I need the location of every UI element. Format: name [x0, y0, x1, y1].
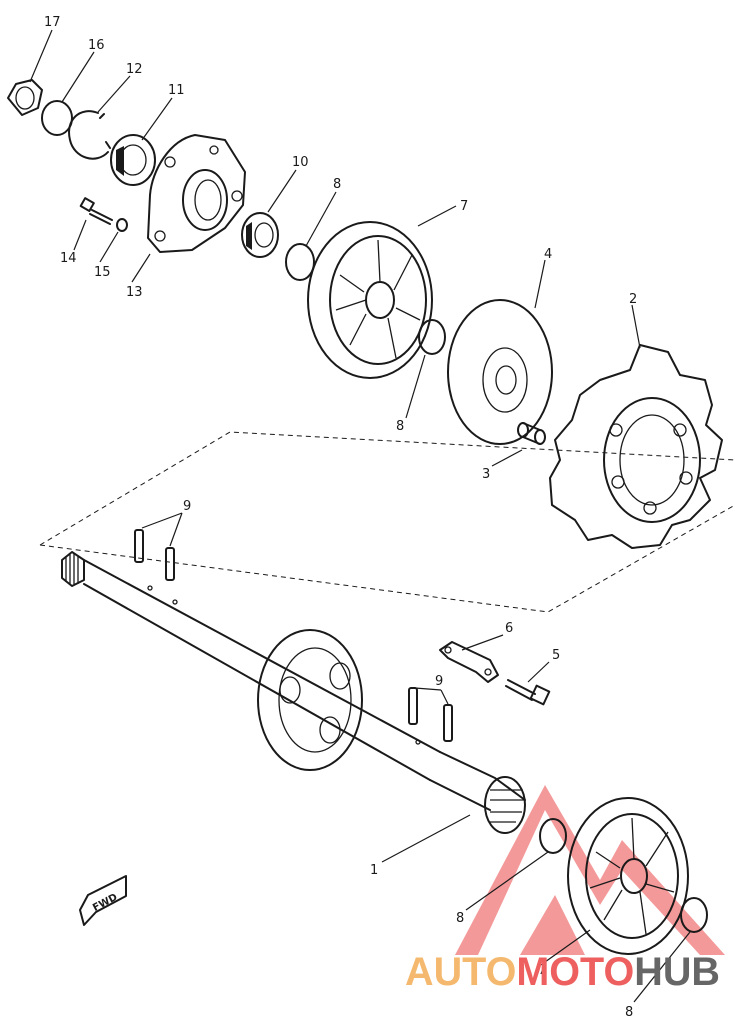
- callout-12: 12: [126, 62, 143, 77]
- watermark-text: AUTOMOTOHUB: [405, 950, 720, 994]
- watermark-logo: [455, 785, 725, 955]
- callout-15: 15: [94, 265, 111, 280]
- plate-4: [447, 299, 553, 445]
- pins-9-lower: [408, 687, 453, 742]
- spacer-ring-8-upper: [285, 243, 315, 281]
- bracket-6: [439, 641, 499, 683]
- callout-9-lower: 9: [435, 674, 443, 689]
- svg-text:AUTOMOTOHUB: AUTOMOTOHUB: [405, 950, 720, 994]
- bearing-housing-13: [147, 134, 246, 253]
- spacer-ring-8-lower-b: [680, 897, 708, 933]
- wheel-7-upper: [307, 221, 433, 379]
- callout-14: 14: [60, 251, 77, 266]
- fwd-label: FWD: [91, 892, 119, 914]
- forward-direction-arrow: FWD: [79, 875, 127, 926]
- callout-4: 4: [544, 247, 552, 262]
- wheel-7-lower: [567, 797, 689, 955]
- callout-2: 2: [629, 292, 637, 307]
- callout-8-lower-a: 8: [456, 911, 464, 926]
- callout-7-lower: 7: [538, 963, 546, 978]
- callout-8-upper: 8: [333, 177, 341, 192]
- callout-10: 10: [292, 155, 309, 170]
- callout-1: 1: [370, 863, 378, 878]
- callout-11: 11: [168, 83, 185, 98]
- callout-17: 17: [44, 15, 61, 30]
- nut-17: [7, 79, 43, 116]
- callout-8-middle: 8: [396, 419, 404, 434]
- assembly-outline-lower: [39, 504, 735, 613]
- washer-15: [116, 218, 128, 232]
- watermark-hub: HUB: [634, 950, 720, 994]
- callout-8-lower-b: 8: [625, 1005, 633, 1020]
- watermark-auto: AUTO: [405, 950, 516, 994]
- oil-seal-10: [241, 212, 279, 258]
- bolt-5: [505, 679, 551, 706]
- bearing-11: [110, 134, 156, 186]
- drive-sprocket-2: [549, 344, 723, 549]
- pins-9-upper: [134, 529, 175, 581]
- leader-lines: [29, 29, 691, 1003]
- watermark-moto: MOTO: [516, 950, 634, 994]
- callout-16: 16: [88, 38, 105, 53]
- callout-3: 3: [482, 467, 490, 482]
- washer-16: [41, 100, 73, 136]
- spacer-ring-8-middle: [418, 319, 446, 355]
- circlip-12: [68, 110, 111, 160]
- pin-3: [517, 422, 546, 445]
- callout-9-upper: 9: [183, 499, 191, 514]
- spacer-ring-8-lower-a: [539, 818, 567, 854]
- axle-shaft-1: [61, 551, 526, 834]
- callout-5: 5: [552, 648, 560, 663]
- callout-6: 6: [505, 621, 513, 636]
- assembly-outline: [39, 431, 735, 546]
- callout-numbers: 17 16 12 11 10 8 7 14 15 13 4 2 8 3 9 6 …: [44, 15, 637, 1020]
- callout-7-upper: 7: [460, 199, 468, 214]
- callout-13: 13: [126, 285, 143, 300]
- bolt-14: [79, 197, 113, 225]
